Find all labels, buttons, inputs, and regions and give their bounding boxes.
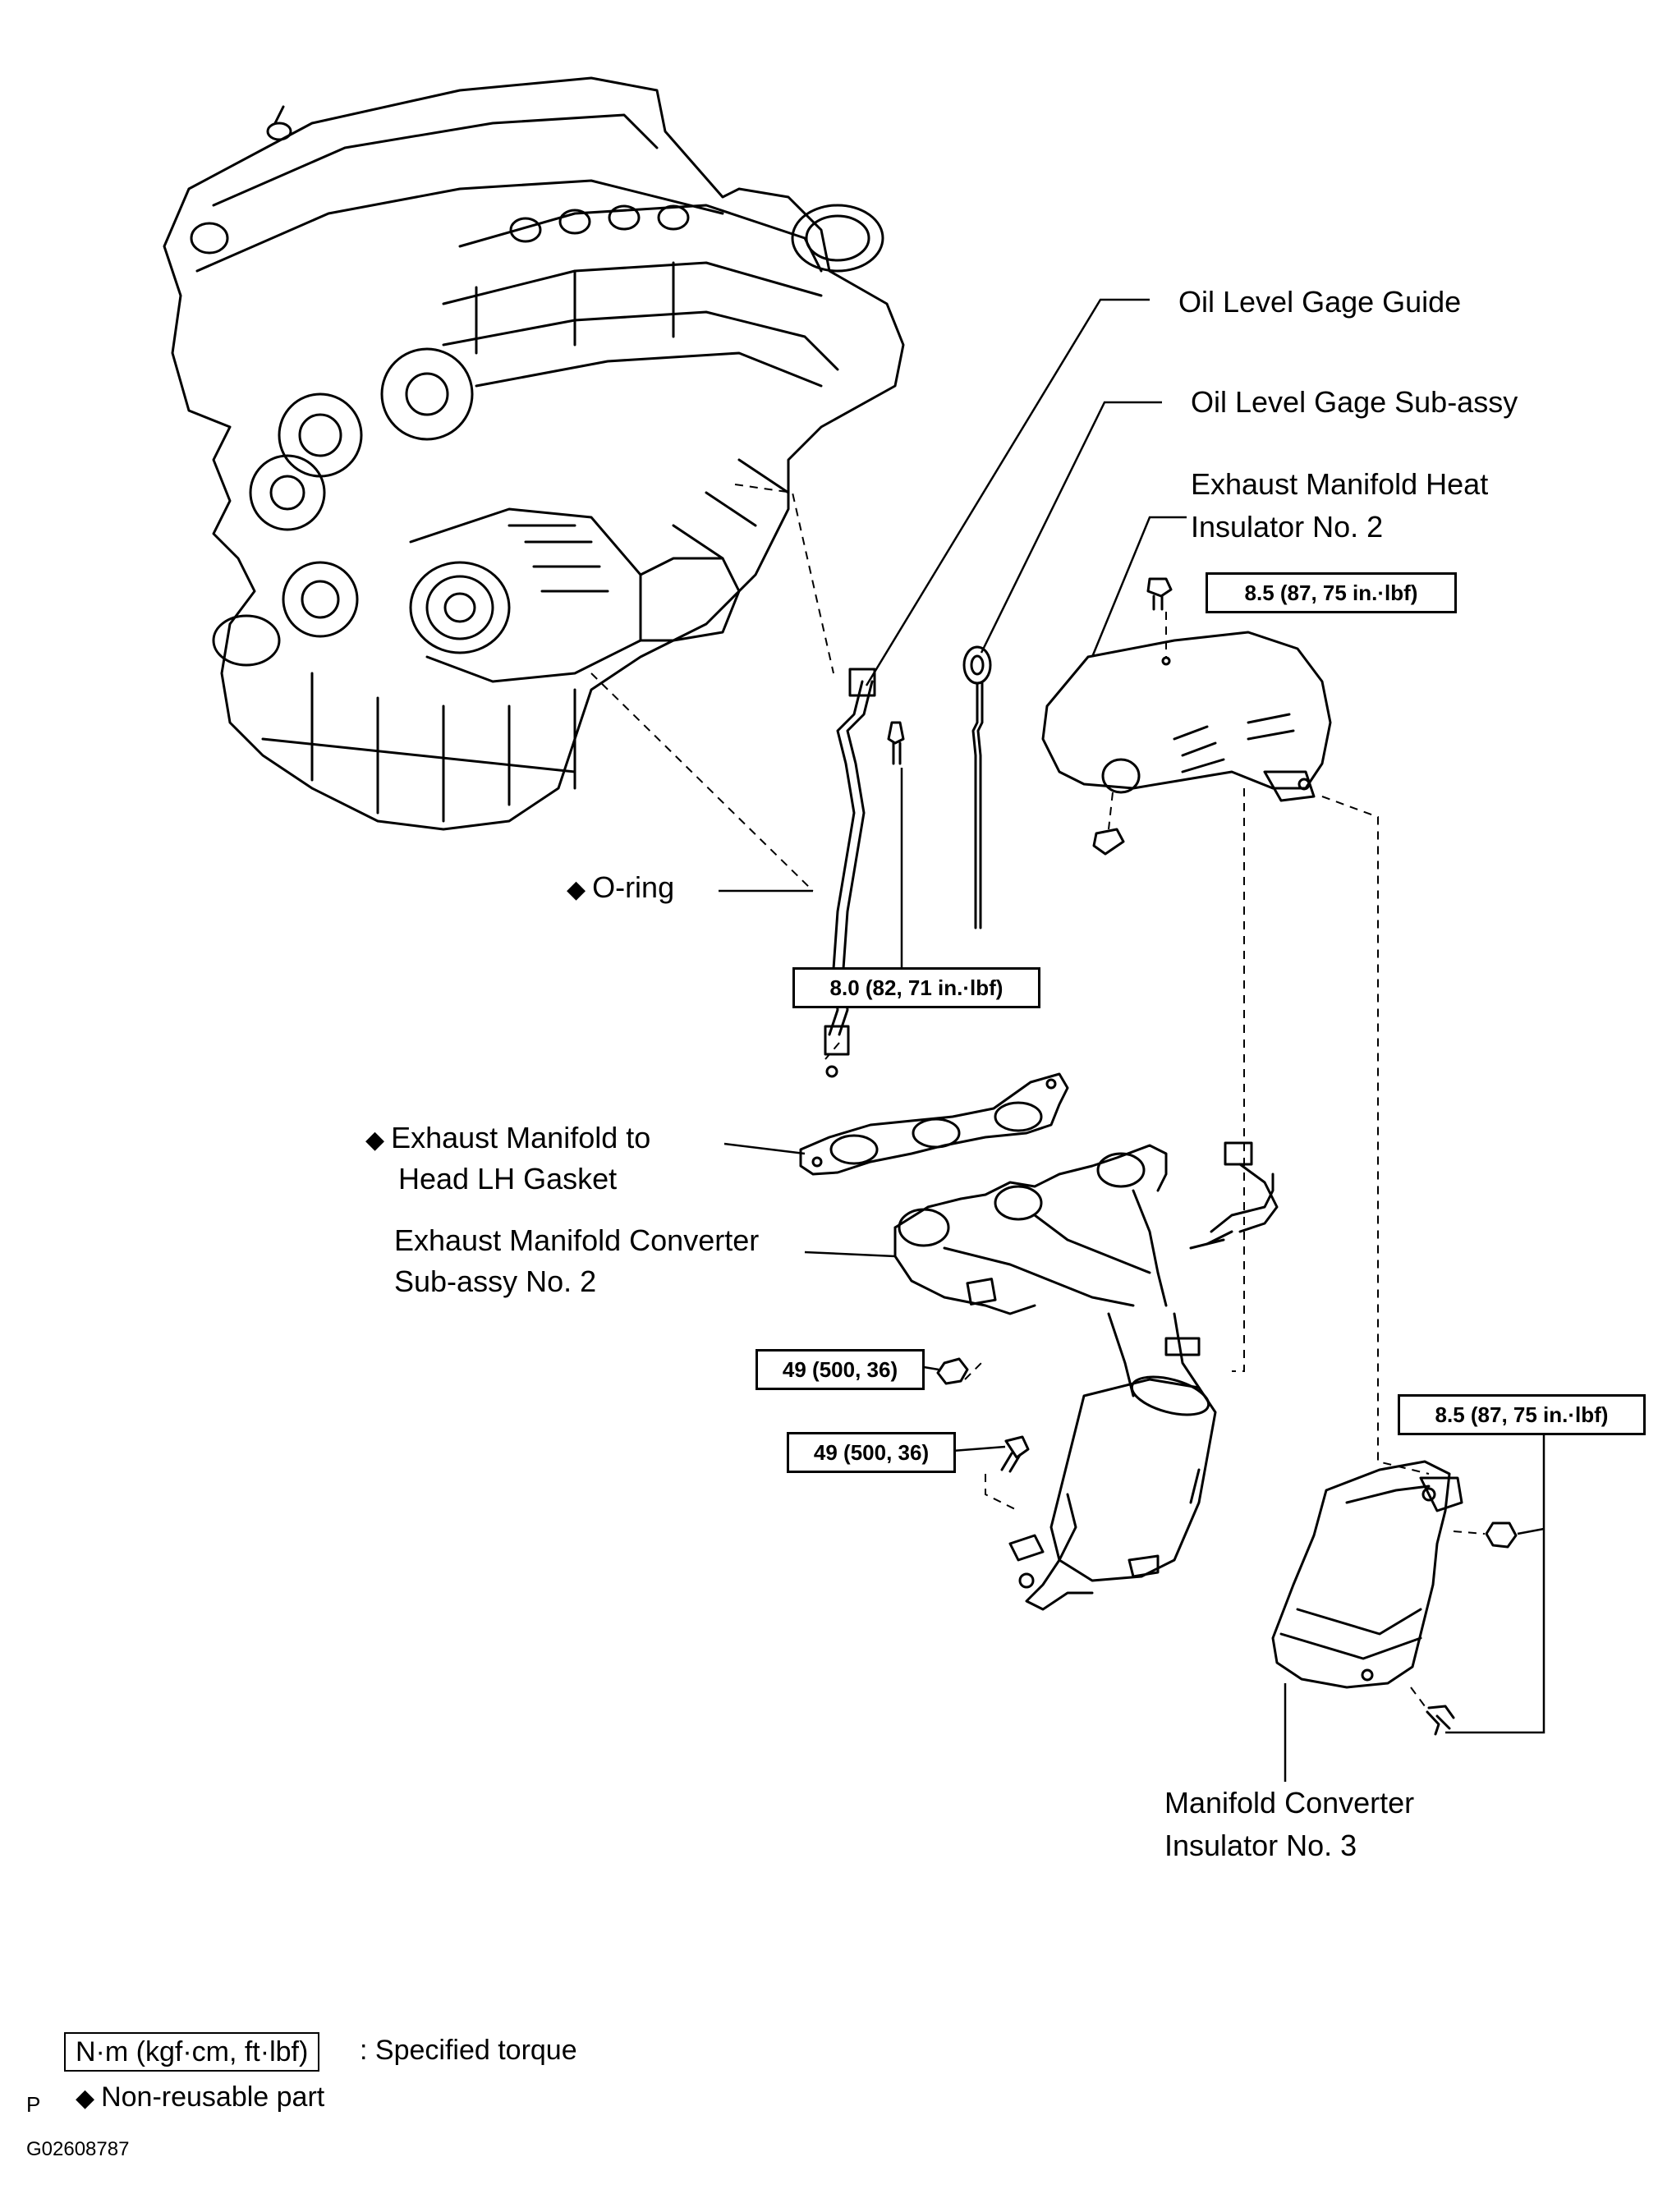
gage-guide-bolt-drawing bbox=[887, 721, 905, 765]
label-converter-line1: Exhaust Manifold Converter bbox=[394, 1223, 760, 1257]
non-reusable-diamond-icon: ◆ bbox=[567, 876, 586, 903]
oil-level-gage-drawing bbox=[962, 645, 992, 929]
label-o-ring-text: O-ring bbox=[592, 870, 675, 904]
legend-torque-units-box: N·m (kgf·cm, ft·lbf) bbox=[64, 2032, 320, 2072]
label-oil-level-gage-sub-assy: Oil Level Gage Sub-assy bbox=[1191, 385, 1518, 419]
torque-insulator3-bolts: 8.5 (87, 75 in.·lbf) bbox=[1398, 1394, 1646, 1435]
exhaust-manifold-converter-drawing bbox=[893, 1141, 1279, 1611]
figure-code: G02608787 bbox=[26, 2138, 130, 2160]
torque-converter-nut: 49 (500, 36) bbox=[756, 1349, 925, 1390]
label-heat-insulator-line1: Exhaust Manifold Heat bbox=[1191, 467, 1489, 501]
insulator3-nut-drawing bbox=[1485, 1521, 1518, 1549]
label-gasket-line1-text: Exhaust Manifold to bbox=[391, 1121, 651, 1154]
label-heat-insulator-line2: Insulator No. 2 bbox=[1191, 510, 1384, 544]
non-reusable-diamond-icon: ◆ bbox=[365, 1127, 385, 1154]
torque-converter-bolt: 49 (500, 36) bbox=[787, 1432, 956, 1473]
heat-insulator-lower-bolt-drawing bbox=[1092, 828, 1125, 856]
converter-nut-drawing bbox=[936, 1357, 969, 1385]
label-o-ring: ◆O-ring bbox=[567, 866, 674, 911]
torque-gage-guide-bolt: 8.0 (82, 71 in.·lbf) bbox=[792, 967, 1040, 1008]
heat-insulator-no2-drawing bbox=[1041, 631, 1332, 802]
label-converter-line2: Sub-assy No. 2 bbox=[394, 1264, 597, 1298]
exhaust-manifold-gasket-drawing bbox=[799, 1072, 1069, 1176]
label-insulator3-line2: Insulator No. 3 bbox=[1164, 1829, 1357, 1862]
oil-level-gage-guide-drawing bbox=[824, 668, 876, 1078]
label-insulator3-line1: Manifold Converter bbox=[1164, 1786, 1415, 1820]
converter-insulator-no3-drawing bbox=[1271, 1460, 1463, 1689]
engine-block-drawing bbox=[163, 76, 905, 831]
heat-insulator-top-bolt-drawing bbox=[1146, 577, 1173, 611]
non-reusable-diamond-icon: ◆ bbox=[76, 2085, 95, 2112]
converter-bolt-drawing bbox=[1000, 1435, 1030, 1473]
label-gasket-line1: ◆Exhaust Manifold to bbox=[365, 1117, 650, 1162]
footer-letter: P bbox=[26, 2092, 41, 2117]
insulator3-bolt-drawing bbox=[1426, 1705, 1455, 1736]
label-oil-level-gage-guide: Oil Level Gage Guide bbox=[1178, 285, 1462, 319]
torque-heat-insulator-bolt: 8.5 (87, 75 in.·lbf) bbox=[1206, 572, 1457, 613]
legend-non-reusable-text: Non-reusable part bbox=[101, 2081, 325, 2113]
legend-non-reusable: ◆Non-reusable part bbox=[76, 2076, 324, 2120]
legend-torque-desc: : Specified torque bbox=[360, 2035, 577, 2066]
label-gasket-line2: Head LH Gasket bbox=[398, 1162, 618, 1195]
